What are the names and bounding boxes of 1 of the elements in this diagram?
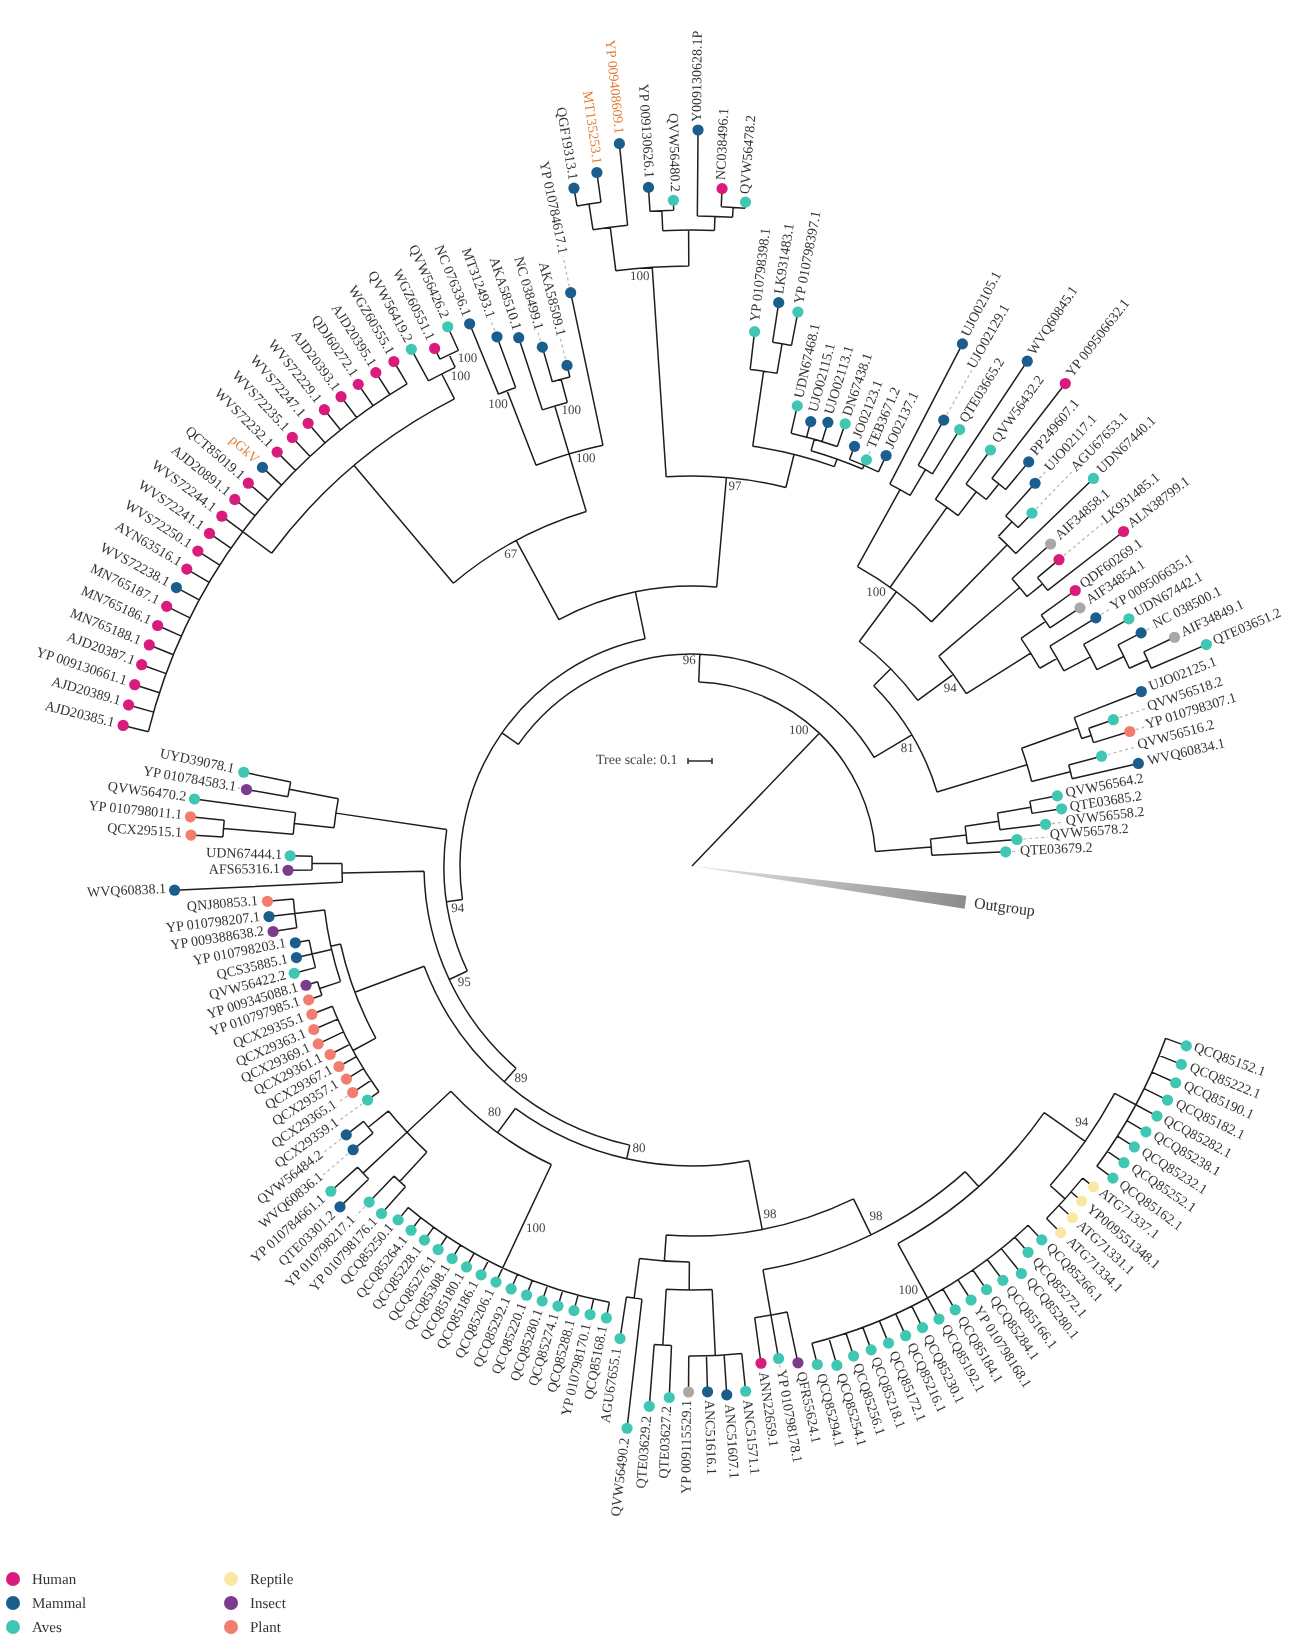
clade-label: Outgroup xyxy=(972,895,1036,919)
